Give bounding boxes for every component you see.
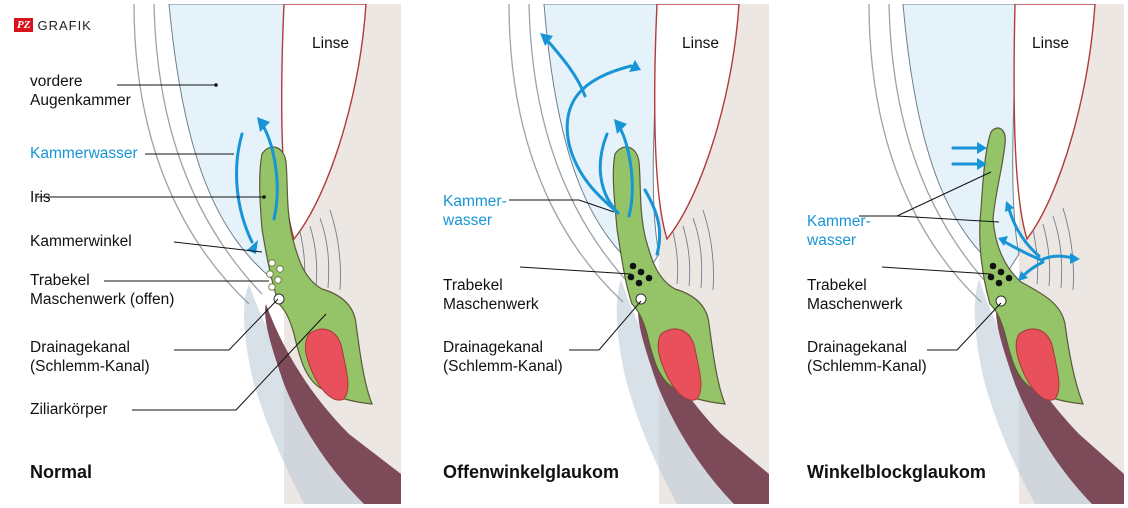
drainage-label-line2: (Schlemm-Kanal)	[807, 358, 927, 375]
panel-angle-closure-glaucoma: Linse Kammer- wasser Trabekel Maschenwer…	[777, 4, 1124, 504]
trabecular-blockage	[987, 273, 995, 281]
aqueous-label: Kammerwasser	[30, 145, 138, 162]
iris-label: Iris	[30, 189, 51, 206]
trabecular-blockage	[997, 268, 1005, 276]
trabecular-blockage	[629, 262, 637, 270]
drainage-label-line1: Drainagekanal	[807, 339, 907, 356]
aqueous-label-line1: Kammer-	[443, 193, 507, 210]
trabecular-blockage	[645, 274, 653, 282]
panel-open-angle-glaucoma: Linse Kammer- wasser Trabekel Maschenwer…	[409, 4, 769, 504]
trabecular-blockage	[635, 279, 643, 287]
drainage-label-line1: Drainagekanal	[30, 339, 130, 356]
trabecular-label-line1: Trabekel	[30, 272, 90, 289]
chamber-angle-label: Kammerwinkel	[30, 233, 132, 250]
trabecular-blockage	[995, 279, 1003, 287]
drainage-label-line1: Drainagekanal	[443, 339, 543, 356]
anterior-chamber-label-line1: vordere	[30, 73, 83, 90]
trabecular-pore	[276, 265, 284, 273]
trabecular-pore	[268, 283, 276, 291]
aqueous-label-line2: wasser	[807, 232, 857, 249]
eye-diagram-normal	[37, 4, 401, 504]
trabecular-label-line1: Trabekel	[807, 277, 867, 294]
eye-diagram-open-angle	[508, 4, 769, 504]
trabecular-blockage	[1005, 274, 1013, 282]
aqueous-label-line1: Kammer-	[807, 213, 871, 230]
panel-title-open-angle: Offenwinkelglaukom	[443, 462, 620, 482]
panel-title-normal: Normal	[30, 462, 93, 482]
ciliary-body-label: Ziliarkörper	[30, 401, 108, 418]
trabecular-label-line2: Maschenwerk (offen)	[30, 291, 175, 308]
eye-diagram-angle-closure	[859, 4, 1124, 504]
trabecular-label-line1: Trabekel	[443, 277, 503, 294]
trabecular-blockage	[989, 262, 997, 270]
panel-normal: PZ GRAFIK Linse vordere Augenkammer Kamm…	[4, 4, 401, 504]
trabecular-pore	[268, 259, 276, 267]
lens-label: Linse	[1032, 35, 1070, 52]
trabecular-pore	[266, 270, 274, 278]
trabecular-blockage	[627, 273, 635, 281]
trabecular-pore	[274, 276, 282, 284]
trabecular-label-line2: Maschenwerk	[807, 296, 903, 313]
anterior-chamber-label-line2: Augenkammer	[30, 92, 131, 109]
drainage-label-line2: (Schlemm-Kanal)	[30, 358, 150, 375]
drainage-label-line2: (Schlemm-Kanal)	[443, 358, 563, 375]
logo-text: GRAFIK	[37, 17, 92, 33]
pz-grafik-logo: PZ GRAFIK	[14, 17, 92, 33]
lens-label: Linse	[682, 35, 720, 52]
trabecular-blockage	[637, 268, 645, 276]
trabecular-label-line2: Maschenwerk	[443, 296, 539, 313]
aqueous-label-line2: wasser	[443, 212, 493, 229]
lens-label: Linse	[312, 35, 350, 52]
logo-brand: PZ	[14, 18, 34, 32]
panel-title-angle-closure: Winkelblockglaukom	[807, 462, 986, 482]
